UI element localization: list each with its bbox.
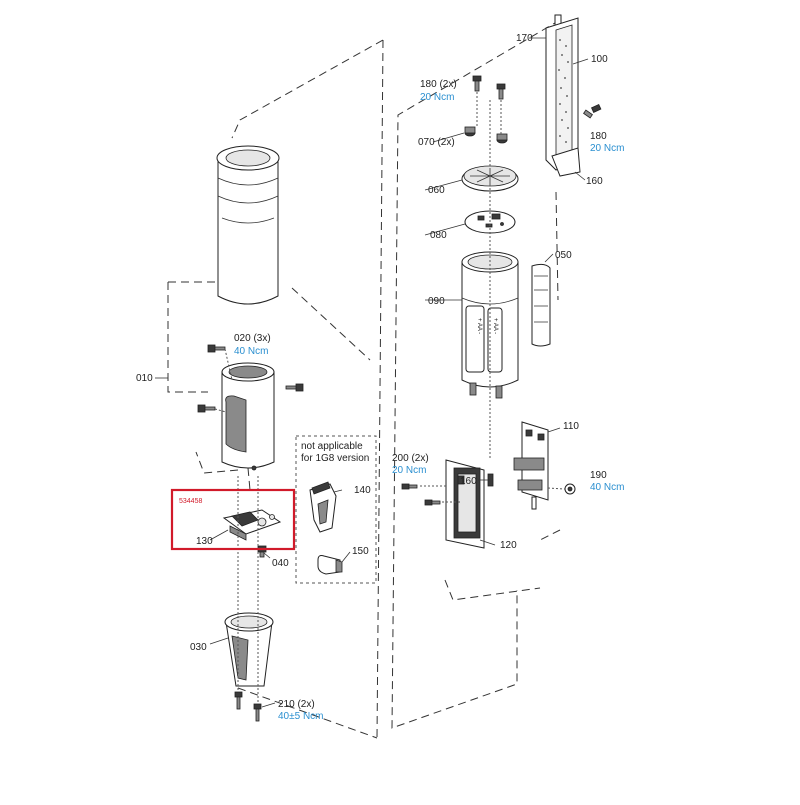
part-040-plug	[257, 545, 267, 558]
cell-mark-1: + AA -	[476, 318, 482, 334]
torque-190: 40 Ncm	[590, 482, 624, 493]
part-130-module	[222, 509, 282, 541]
part-180-screws	[472, 75, 602, 119]
label-160-upper: 160	[586, 176, 603, 187]
part-100-bracket	[545, 14, 581, 177]
label-040: 040	[272, 558, 289, 569]
part-210-screws	[234, 691, 262, 722]
label-140: 140	[354, 485, 371, 496]
label-200: 200 (2x)	[392, 453, 429, 464]
part-030-base	[224, 612, 274, 687]
not-applicable-box	[295, 435, 377, 584]
construction-lines	[167, 19, 561, 739]
part-120-board	[445, 459, 485, 549]
label-190: 190	[590, 470, 607, 481]
torque-210: 40±5 Ncm	[278, 711, 324, 722]
label-170: 170	[516, 33, 533, 44]
note-line-1: not applicable	[301, 441, 363, 452]
note-line-2: for 1G8 version	[301, 453, 369, 464]
label-050: 050	[555, 250, 572, 261]
part-200-screws	[401, 483, 441, 506]
part-150-bracket	[317, 555, 343, 575]
part-housing	[221, 362, 275, 471]
label-180a: 180 (2x)	[420, 79, 457, 90]
part-020-screws	[197, 344, 304, 413]
part-labels: 010 020 (3x) 40 Ncm 030 040 050 060 070 …	[136, 33, 624, 722]
label-110: 110	[563, 421, 579, 432]
part-070-spacers	[464, 126, 508, 144]
label-080: 080	[430, 230, 447, 241]
torque-020: 40 Ncm	[234, 346, 268, 357]
label-100: 100	[591, 54, 608, 65]
label-010: 010	[136, 373, 153, 384]
label-030: 030	[190, 642, 207, 653]
part-140-clip	[309, 481, 337, 533]
label-130: 130	[196, 536, 213, 547]
torque-180b: 20 Ncm	[590, 143, 624, 154]
part-110-board	[513, 421, 549, 510]
torque-180a: 20 Ncm	[420, 92, 454, 103]
highlight-box[interactable]	[170, 488, 296, 551]
part-010-tube	[216, 145, 280, 305]
part-190-washer	[564, 483, 576, 495]
label-180b: 180	[590, 131, 607, 142]
label-150: 150	[352, 546, 369, 557]
label-090: 090	[428, 296, 445, 307]
label-060: 060	[428, 185, 445, 196]
label-160-lower: 160	[460, 476, 477, 487]
torque-200: 20 Ncm	[392, 465, 426, 476]
highlight-ref: 534458	[179, 498, 202, 505]
bracket-perforation	[558, 39, 569, 143]
label-070: 070 (2x)	[418, 137, 455, 148]
alignment-lines	[214, 92, 566, 702]
label-210: 210 (2x)	[278, 699, 315, 710]
part-050-label	[531, 263, 551, 347]
label-020: 020 (3x)	[234, 333, 271, 344]
cell-mark-2: + AA -	[492, 318, 498, 334]
label-120: 120	[500, 540, 517, 551]
leader-lines	[155, 37, 589, 708]
